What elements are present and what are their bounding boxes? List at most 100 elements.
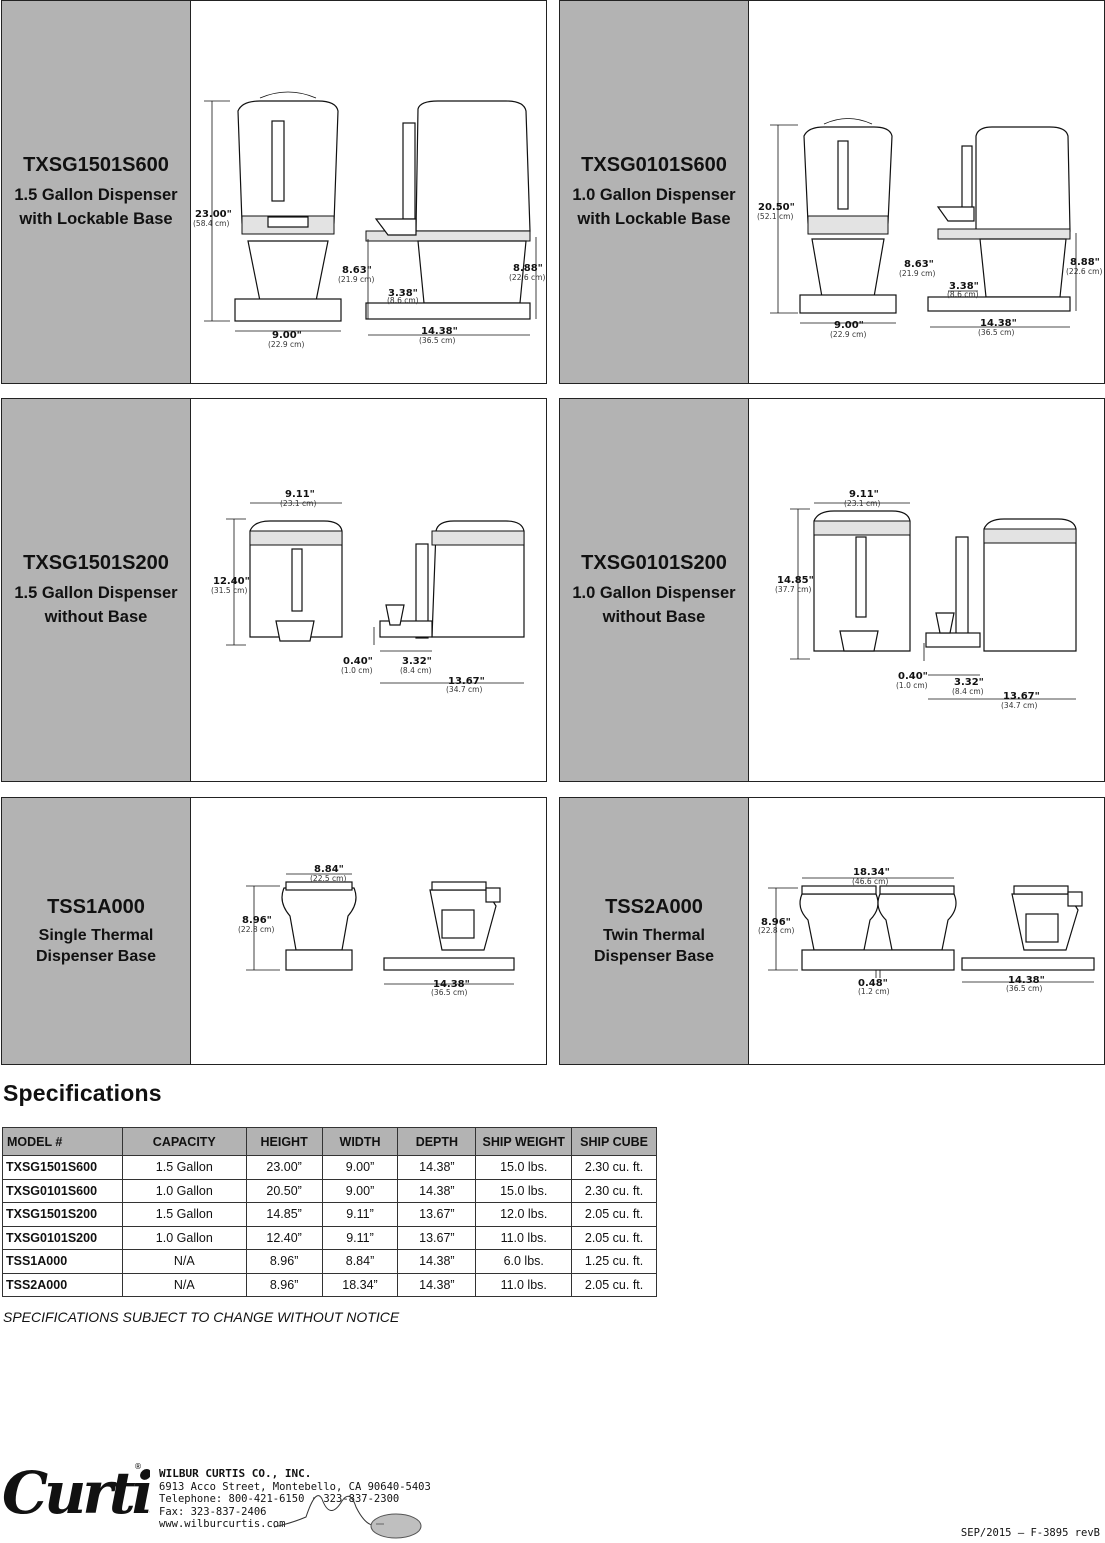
table-row: TXSG1501S200 1.5 Gallon 14.85” 9.11” 13.… <box>2 1202 657 1227</box>
model-number: TSS1A000 <box>47 895 145 918</box>
model-number: TXSG0101S600 <box>581 153 727 176</box>
dim-height-cm: (22.8 cm) <box>758 926 794 935</box>
cell-depth: 13.67” <box>397 1225 477 1250</box>
cell-ship-weight: 11.0 lbs. <box>475 1225 573 1250</box>
document-revision: SEP/2015 – F-3895 revB <box>960 1527 1100 1539</box>
dim-depth: 14.38" <box>433 979 470 990</box>
dim-gap-cm: (1.0 cm) <box>896 681 928 690</box>
dim-width-cm: (23.1 cm) <box>280 499 316 508</box>
column-header-width: WIDTH <box>321 1127 399 1156</box>
dim-height-cm: (31.5 cm) <box>211 586 247 595</box>
cell-ship-weight: 6.0 lbs. <box>475 1249 573 1274</box>
table-row: TXSG1501S600 1.5 Gallon 23.00” 9.00” 14.… <box>2 1155 657 1180</box>
dim-spout-offset: 3.38" <box>949 281 979 292</box>
cell-ship-weight: 15.0 lbs. <box>475 1178 573 1203</box>
dim-height: 12.40" <box>213 576 250 587</box>
dim-depth: 14.38" <box>1008 975 1045 986</box>
column-header-height: HEIGHT <box>245 1127 323 1156</box>
company-website[interactable]: www.wilburcurtis.com <box>159 1518 286 1531</box>
cell-ship-cube: 1.25 cu. ft. <box>571 1249 657 1274</box>
cell-height: 14.85” <box>245 1202 323 1227</box>
dim-spout-offset-cm: (8.6 cm) <box>947 290 979 299</box>
cell-model: TXSG0101S600 <box>2 1178 123 1203</box>
cell-width: 9.00” <box>321 1155 399 1180</box>
dim-spout-offset-cm: (8.4 cm) <box>400 666 432 675</box>
dimension-drawing: 18.34" (46.6 cm) 8.96" (22.8 cm) 0.48" (… <box>758 867 1095 996</box>
cell-capacity: 1.0 Gallon <box>121 1178 247 1203</box>
dim-height: 8.96" <box>761 917 791 928</box>
dim-depth-cm: (36.5 cm) <box>1006 984 1042 993</box>
cell-capacity: N/A <box>121 1272 247 1297</box>
dim-height: 8.96" <box>242 915 272 926</box>
cell-ship-cube: 2.30 cu. ft. <box>571 1178 657 1203</box>
company-address: 6913 Acco Street, Montebello, CA 90640-5… <box>159 1480 431 1493</box>
cell-width: 9.11” <box>321 1202 399 1227</box>
specifications-notice: SPECIFICATIONS SUBJECT TO CHANGE WITHOUT… <box>3 1309 400 1325</box>
dim-width: 9.11" <box>849 489 879 500</box>
dim-depth-cm: (36.5 cm) <box>978 328 1014 337</box>
dim-spout-height: 8.63" <box>904 259 934 270</box>
product-panel-txsg0101s200: TXSG0101S200 1.0 Gallon Dispenser withou… <box>559 398 1105 782</box>
cell-height: 8.96” <box>245 1249 323 1274</box>
specifications-table: MODEL # CAPACITY HEIGHT WIDTH DEPTH SHIP… <box>2 1127 657 1297</box>
dimension-drawing: 9.11" (23.1 cm) 14.85" (37.7 cm) 0.40" (… <box>775 489 1077 710</box>
cell-depth: 13.67” <box>397 1202 477 1227</box>
product-panel-tss2a000: TSS2A000 Twin Thermal Dispenser Base 18.… <box>559 797 1105 1065</box>
cell-capacity: 1.0 Gallon <box>121 1225 247 1250</box>
company-fax: Fax: 323-837-2406 <box>159 1505 267 1518</box>
dim-depth: 14.38" <box>980 318 1017 329</box>
dim-depth-cm: (36.5 cm) <box>419 336 455 345</box>
dimension-drawing: 20.50" (52.1 cm) 9.00" (22.9 cm) 8.63" (… <box>757 118 1102 339</box>
dim-depth-cm: (34.7 cm) <box>1001 701 1037 710</box>
dim-height-cm: (22.8 cm) <box>238 925 274 934</box>
model-label: TXSG0101S600 1.0 Gallon Dispenser with L… <box>560 1 749 383</box>
table-header-row: MODEL # CAPACITY HEIGHT WIDTH DEPTH SHIP… <box>2 1127 657 1156</box>
dim-depth-cm: (36.5 cm) <box>431 988 467 997</box>
column-header-model: MODEL # <box>2 1127 123 1156</box>
model-number: TXSG1501S200 <box>23 551 169 574</box>
cell-depth: 14.38” <box>397 1272 477 1297</box>
cell-ship-cube: 2.30 cu. ft. <box>571 1155 657 1180</box>
model-number: TXSG1501S600 <box>23 153 169 176</box>
cell-width: 8.84” <box>321 1249 399 1274</box>
cell-model: TSS1A000 <box>2 1249 123 1274</box>
cell-height: 20.50” <box>245 1178 323 1203</box>
dim-width-cm: (22.9 cm) <box>830 330 866 339</box>
model-label: TXSG0101S200 1.0 Gallon Dispenser withou… <box>560 399 749 781</box>
table-row: TXSG0101S600 1.0 Gallon 20.50” 9.00” 14.… <box>2 1178 657 1203</box>
cell-depth: 14.38” <box>397 1155 477 1180</box>
cell-model: TSS2A000 <box>2 1272 123 1297</box>
company-telephone: Telephone: 800-421-6150 · 323-837-2300 <box>159 1493 400 1506</box>
cell-ship-weight: 11.0 lbs. <box>475 1272 573 1297</box>
product-panel-tss1a000: TSS1A000 Single Thermal Dispenser Base 8… <box>1 797 547 1065</box>
model-description: 1.0 Gallon Dispenser without Base <box>572 583 736 626</box>
cell-height: 8.96” <box>245 1272 323 1297</box>
dim-depth: 14.38" <box>421 326 458 337</box>
dim-gap: 0.48" <box>858 978 888 989</box>
dim-gap-cm: (1.0 cm) <box>341 666 373 675</box>
cell-height: 23.00” <box>245 1155 323 1180</box>
dim-width-cm: (22.9 cm) <box>268 340 304 349</box>
model-label: TSS1A000 Single Thermal Dispenser Base <box>2 798 191 1064</box>
dim-width: 9.11" <box>285 489 315 500</box>
cell-ship-cube: 2.05 cu. ft. <box>571 1225 657 1250</box>
dim-height: 14.85" <box>777 575 814 586</box>
dim-spout-offset-cm: (8.4 cm) <box>952 687 984 696</box>
model-description: 1.5 Gallon Dispenser with Lockable Base <box>14 185 178 228</box>
model-description: 1.5 Gallon Dispenser without Base <box>14 583 178 626</box>
dim-gap: 0.40" <box>343 656 373 667</box>
model-label: TXSG1501S200 1.5 Gallon Dispenser withou… <box>2 399 191 781</box>
dim-width: 9.00" <box>272 330 302 341</box>
registered-mark: ® <box>134 1462 142 1471</box>
cell-ship-weight: 15.0 lbs. <box>475 1155 573 1180</box>
dimension-drawing: 9.11" (23.1 cm) 12.40" (31.5 cm) 0.40" (… <box>211 489 525 694</box>
dim-width: 18.34" <box>853 867 890 878</box>
dim-gap-cm: (1.2 cm) <box>858 987 890 996</box>
table-row: TSS1A000 N/A 8.96” 8.84” 14.38” 6.0 lbs.… <box>2 1249 657 1274</box>
table-row: TXSG0101S200 1.0 Gallon 12.40” 9.11” 13.… <box>2 1225 657 1250</box>
cell-depth: 14.38” <box>397 1178 477 1203</box>
cell-model: TXSG0101S200 <box>2 1225 123 1250</box>
company-info: WILBUR CURTIS CO., INC. 6913 Acco Street… <box>159 1467 431 1531</box>
company-name: WILBUR CURTIS CO., INC. <box>159 1467 312 1480</box>
specifications-heading: Specifications <box>3 1080 162 1106</box>
